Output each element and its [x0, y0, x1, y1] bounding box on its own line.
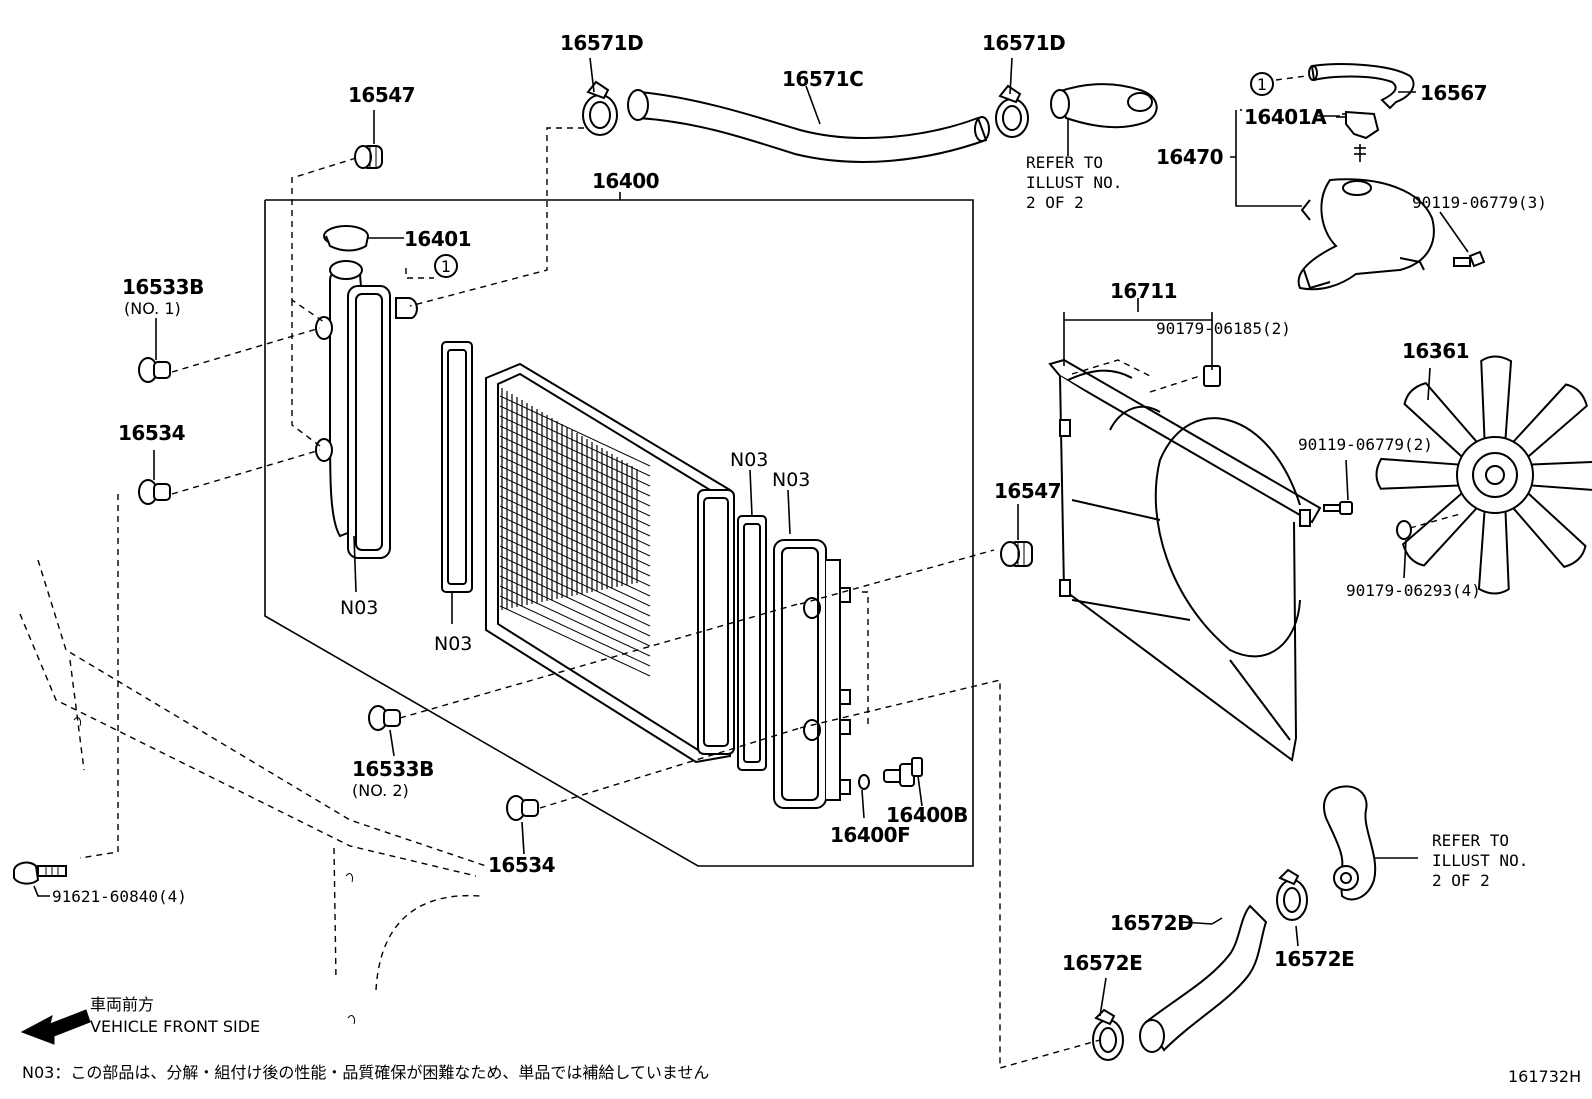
label-16534-left: 16534 — [118, 421, 185, 445]
label-16401: 16401 — [404, 227, 471, 251]
label-16361: 16361 — [1402, 339, 1469, 363]
label-16711: 16711 — [1110, 279, 1177, 303]
lower-radiator-hose — [1139, 904, 1268, 1053]
circle-ref-mid: 1 — [434, 254, 458, 278]
label-16567: 16567 — [1420, 81, 1487, 105]
bolt-90119-2 — [1323, 501, 1353, 515]
label-90119-06779-3: 90119-06779(3) — [1412, 193, 1547, 212]
label-90119-06779-2: 90119-06779(2) — [1298, 435, 1433, 454]
o-ring-16400F — [858, 774, 870, 790]
refer-bottom-line3: 2 OF 2 — [1432, 871, 1490, 890]
label-90179-06293-4: 90179-06293(4) — [1346, 581, 1481, 600]
illustration-id: 161732H — [1508, 1067, 1581, 1086]
drain-plug-mid — [1000, 541, 1033, 567]
hose-clamp-16572E-right — [1276, 868, 1308, 921]
hose-clamp-16572E-left — [1092, 1008, 1124, 1061]
water-outlet-part — [1050, 83, 1158, 156]
radiator-assembly-frame — [264, 192, 974, 867]
vehicle-front-arrow — [20, 1009, 91, 1045]
refer-top-line3: 2 OF 2 — [1026, 193, 1084, 212]
mount-16533B-no2 — [368, 705, 401, 731]
overflow-hose — [1308, 63, 1415, 110]
refer-bottom-line1: REFER TO — [1432, 831, 1509, 850]
radiator-upper-tank — [315, 260, 418, 559]
reservoir-cap — [1345, 110, 1380, 162]
label-16572E-left: 16572E — [1062, 951, 1142, 975]
mount-16534-bottom — [506, 795, 539, 821]
label-16533B-no2: 16533B — [352, 757, 434, 781]
label-16400: 16400 — [592, 169, 659, 193]
label-16533B-no1-sub: (NO. 1) — [124, 299, 181, 318]
mount-16533B-no1 — [138, 357, 171, 383]
label-90179-06185-2: 90179-06185(2) — [1156, 319, 1291, 338]
radiator-core — [485, 362, 735, 764]
label-16571C: 16571C — [782, 67, 863, 91]
label-91621-60840-4: 91621-60840(4) — [52, 887, 187, 906]
hose-clamp-right — [995, 84, 1029, 138]
bolt-90119-3 — [1453, 250, 1486, 268]
radiator-lower-tank — [773, 539, 851, 809]
label-16400F: 16400F — [830, 823, 910, 847]
drain-plug-top — [354, 145, 383, 169]
refer-top-line2: ILLUST NO. — [1026, 173, 1122, 192]
label-n03-b: N03 — [434, 633, 472, 655]
footnote-n03: N03：この部品は、分解・組付け後の性能・品質確保が困難なため、単品では補給して… — [22, 1063, 709, 1082]
circle-ref-top: 1 — [1250, 72, 1274, 96]
refer-top-line1: REFER TO — [1026, 153, 1103, 172]
vehicle-front-jp: 車両前方 — [90, 995, 154, 1014]
gasket-right — [737, 515, 767, 771]
label-16571D-right: 16571D — [982, 31, 1065, 55]
label-16401A: 16401A — [1244, 105, 1327, 129]
label-16533B-no2-sub: (NO. 2) — [352, 781, 409, 800]
hose-clamp-left — [582, 80, 618, 136]
water-inlet-part — [1323, 785, 1377, 901]
label-16470: 16470 — [1156, 145, 1223, 169]
radiator-cap — [323, 225, 369, 252]
label-n03-c: N03 — [730, 449, 768, 471]
nut-90179-06293 — [1396, 520, 1412, 540]
bolt-91621 — [13, 861, 67, 885]
gasket-left — [441, 341, 473, 593]
label-n03-a: N03 — [340, 597, 378, 619]
refer-bottom-line2: ILLUST NO. — [1432, 851, 1528, 870]
label-n03-d: N03 — [772, 469, 810, 491]
vehicle-body-outline — [19, 559, 487, 1025]
upper-radiator-hose — [627, 89, 990, 163]
fan-shroud — [1048, 358, 1322, 762]
label-16571D-left: 16571D — [560, 31, 643, 55]
label-16572D: 16572D — [1110, 911, 1193, 935]
cooling-fan — [1375, 355, 1592, 595]
label-16547-top: 16547 — [348, 83, 415, 107]
vehicle-front-en: VEHICLE FRONT SIDE — [90, 1017, 260, 1036]
circle-ref-mid-text: 1 — [441, 257, 451, 276]
mount-16534-left — [138, 479, 171, 505]
label-16547-mid: 16547 — [994, 479, 1061, 503]
dashed-leaders — [79, 75, 1461, 1069]
label-16534-bottom: 16534 — [488, 853, 555, 877]
circle-ref-top-text: 1 — [1257, 75, 1267, 94]
solid-leaders — [33, 57, 1469, 1017]
drain-cock-16400B — [883, 757, 923, 787]
label-16533B-no1: 16533B — [122, 275, 204, 299]
reservoir-tank — [1297, 178, 1435, 291]
label-16572E-right: 16572E — [1274, 947, 1354, 971]
label-16400B: 16400B — [886, 803, 968, 827]
